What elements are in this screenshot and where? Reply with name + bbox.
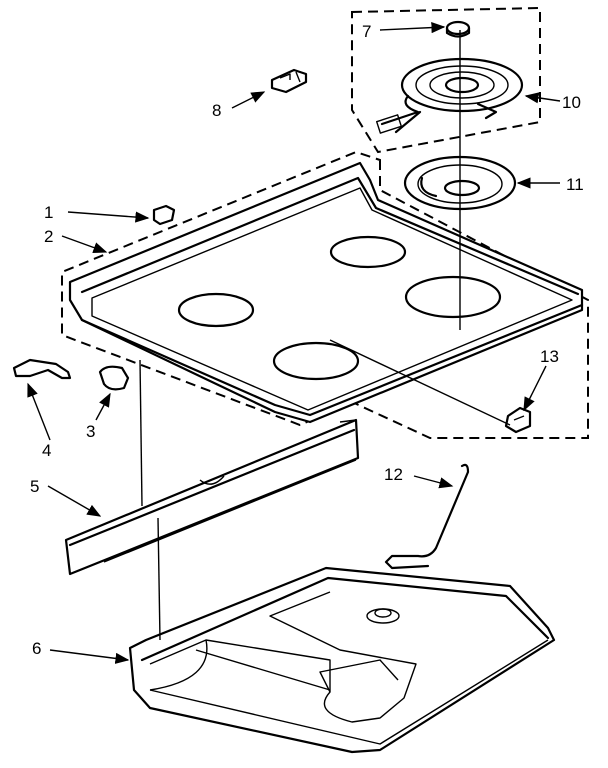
receptacle[interactable] <box>504 406 532 434</box>
hinge-bracket[interactable] <box>12 358 72 380</box>
wire-rod[interactable] <box>384 463 470 570</box>
callout-leaders <box>27 21 561 664</box>
callout-13: 13 <box>540 347 559 366</box>
callout-3: 3 <box>86 422 95 441</box>
assembly-guide-lines <box>139 30 511 641</box>
callout-12: 12 <box>384 465 403 484</box>
cooktop-main-top[interactable] <box>68 161 584 424</box>
callout-8: 8 <box>212 101 221 120</box>
front-trim-channel[interactable] <box>64 418 360 576</box>
burner-box-pan[interactable] <box>128 566 556 754</box>
callout-11: 11 <box>566 175 584 194</box>
surface-element-coil[interactable] <box>375 57 524 134</box>
spring-clip[interactable] <box>98 365 130 391</box>
terminal-block[interactable] <box>270 68 308 94</box>
callout-5: 5 <box>30 477 39 496</box>
element-group-dashed-boundary <box>351 6 541 154</box>
callout-2: 2 <box>44 227 53 246</box>
element-cap[interactable] <box>445 20 471 38</box>
callout-1: 1 <box>44 203 53 222</box>
cooktop-clip[interactable] <box>152 204 176 226</box>
callout-10: 10 <box>562 93 581 112</box>
callout-6: 6 <box>32 639 41 658</box>
callout-7: 7 <box>362 22 371 41</box>
callout-4: 4 <box>42 441 51 460</box>
